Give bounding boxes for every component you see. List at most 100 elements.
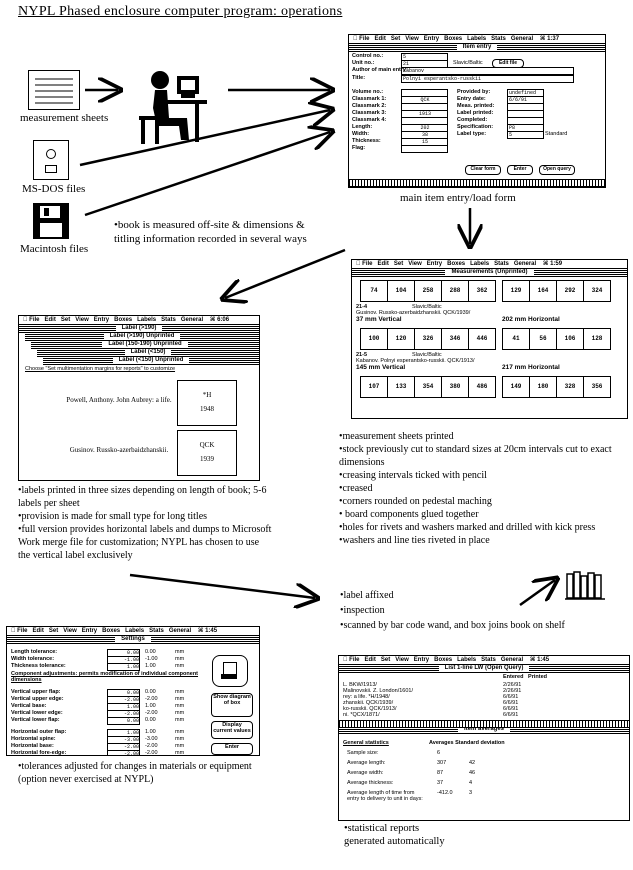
averages-title: Item averages — [339, 726, 629, 734]
menu-item[interactable]: Boxes — [95, 628, 120, 634]
right-field-label: Provided by: — [457, 89, 491, 95]
menu-item[interactable]: Labels — [130, 317, 156, 323]
menu-item[interactable]: Edit — [26, 628, 44, 634]
label-year: 1939 — [200, 455, 214, 463]
menu-item[interactable]: Edit — [371, 261, 389, 267]
menu-item[interactable]: General — [162, 628, 191, 634]
measurement-cell: 446 — [468, 328, 496, 350]
right-field-value[interactable]: 5 — [507, 131, 544, 139]
menu-item[interactable]: View — [389, 657, 409, 663]
field-label: Unit no.: — [352, 60, 375, 66]
menu-item[interactable]: File — [353, 36, 369, 42]
setting-unit: mm — [175, 689, 185, 695]
item-collection: Slavic/Baltic — [412, 304, 442, 310]
clear-form-button[interactable]: Clear form — [465, 165, 501, 175]
menu-item[interactable]: Set — [374, 657, 390, 663]
unit-suffix: Slavic/Baltic — [453, 60, 483, 66]
menu-item[interactable]: Set — [54, 317, 70, 323]
setting-value[interactable]: 0.00 — [107, 717, 140, 725]
menu-item[interactable]: General — [507, 261, 536, 267]
menu-item[interactable]: Labels — [463, 261, 489, 267]
setting-value-b: 0.00 — [145, 717, 156, 723]
setting-value-b: -3.00 — [145, 736, 158, 742]
show-diagram-button[interactable]: Show diagram of box — [211, 693, 253, 717]
setting-value-b: 1.00 — [145, 729, 156, 735]
setting-unit: mm — [175, 656, 185, 662]
menu-item[interactable]: View — [399, 36, 419, 42]
menu-item[interactable]: Labels — [450, 657, 476, 663]
field-value[interactable]: Polnyi esperantsko-russkii — [401, 75, 574, 83]
setting-value[interactable]: 1.00 — [107, 663, 140, 671]
field-value[interactable] — [401, 145, 448, 153]
menu-item[interactable]: Entry — [75, 628, 97, 634]
field-value[interactable]: Kabanov — [401, 67, 574, 75]
menu-item[interactable]: Stats — [474, 657, 496, 663]
menu-item[interactable]: File — [356, 261, 372, 267]
menu-item[interactable]: Entry — [87, 317, 109, 323]
field-label: Volume no.: — [352, 89, 384, 95]
setting-label: Width tolerance: — [11, 656, 55, 662]
item-id: 21-5 — [356, 352, 368, 358]
menu-item[interactable]: Entry — [420, 261, 442, 267]
note-line: •provision is made for small type for lo… — [18, 511, 208, 522]
right-field-label: Completed: — [457, 117, 488, 123]
menu-item[interactable]: Stats — [487, 261, 509, 267]
arrow-finish-to-shelf — [519, 580, 555, 607]
menu-item[interactable]: General — [494, 657, 523, 663]
stat-average: 307 — [437, 760, 447, 766]
menu-item[interactable]: Set — [42, 628, 58, 634]
menu-item[interactable]: Labels — [118, 628, 144, 634]
enter-button[interactable]: Enter — [507, 165, 533, 175]
label-window-title-text: Label (>190) Unprinted — [103, 333, 181, 339]
menu-item[interactable]: Stats — [154, 317, 176, 323]
field-label: Classmark 4: — [352, 117, 387, 123]
menu-item[interactable]: Boxes — [437, 36, 462, 42]
measurement-sheet-icon — [28, 70, 80, 110]
menu-item[interactable]: File — [11, 628, 27, 634]
menu-item[interactable]: File — [23, 317, 39, 323]
stats-scrollbar[interactable] — [339, 720, 629, 728]
label-mark: *H — [202, 391, 212, 399]
menu-item[interactable]: Set — [387, 261, 403, 267]
menu-item[interactable]: Stats — [142, 628, 164, 634]
menu-item[interactable]: Edit — [368, 36, 386, 42]
display-current-values-button[interactable]: Display current values — [211, 721, 253, 739]
item-id: 21-4 — [356, 304, 368, 310]
menu-item[interactable]: Edit — [38, 317, 56, 323]
setting-value[interactable]: -2.00 — [107, 750, 140, 755]
note-line: •corners rounded on pedestal maching — [339, 496, 492, 507]
menu-item[interactable]: Labels — [460, 36, 486, 42]
setting-value-b: 0.00 — [145, 649, 156, 655]
setting-unit: mm — [175, 696, 185, 702]
note-line: •creased — [339, 483, 373, 494]
menu-item[interactable]: Entry — [407, 657, 429, 663]
menu-item[interactable]: Boxes — [427, 657, 452, 663]
measurement-cell: 486 — [468, 376, 496, 398]
menu-item[interactable]: Boxes — [107, 317, 132, 323]
scrollbar[interactable] — [349, 179, 605, 187]
menu-item[interactable]: View — [57, 628, 77, 634]
menu-item[interactable]: Boxes — [440, 261, 465, 267]
edit-file-button[interactable]: Edit file — [492, 59, 524, 68]
setting-value-b: -2.00 — [145, 710, 158, 716]
setting-label: Horizontal base: — [11, 743, 54, 749]
menu-item[interactable]: General — [174, 317, 203, 323]
open-query-button[interactable]: Open query — [539, 165, 575, 175]
menu-item[interactable]: Set — [384, 36, 400, 42]
menu-item[interactable]: General — [504, 36, 533, 42]
menu-item[interactable]: Entry — [417, 36, 439, 42]
menu-item[interactable]: View — [402, 261, 422, 267]
menu-item[interactable]: File — [343, 657, 359, 663]
setting-value-b: -1.00 — [145, 656, 158, 662]
menu-item[interactable]: Stats — [484, 36, 506, 42]
setting-label: Vertical base: — [11, 703, 47, 709]
setting-value-b: -2.00 — [145, 750, 158, 756]
settings-enter-button[interactable]: Enter — [211, 743, 253, 755]
menu-item[interactable]: View — [69, 317, 89, 323]
menu-item[interactable]: Edit — [358, 657, 376, 663]
stat-deviation: 46 — [469, 770, 476, 776]
